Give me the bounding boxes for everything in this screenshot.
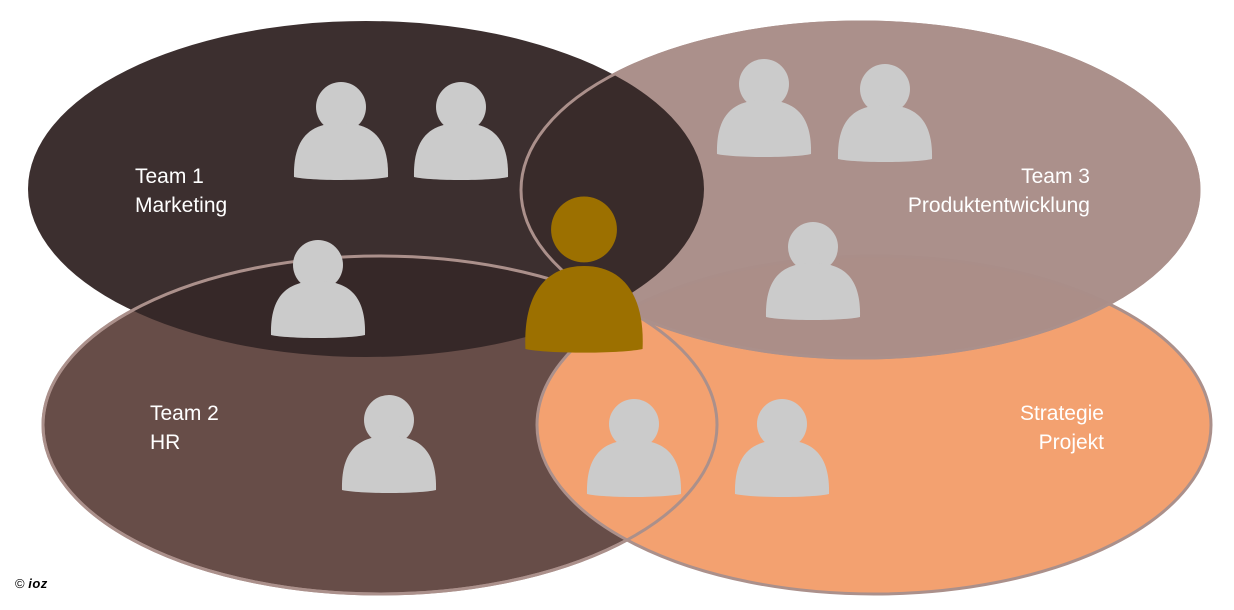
team3-department: Produktentwicklung [907,194,1090,217]
team3-label: Team 3 Produktentwicklung [908,162,1090,220]
team2-name: Team 2 [150,402,219,425]
team2-department: HR [150,431,181,454]
copyright-notice: © ioz [15,576,48,591]
strategie-name: Strategie [1019,402,1104,425]
highlighted-person-icon [525,196,643,353]
team2-label: Team 2 HR [150,399,219,457]
team3-overlap-outline [519,20,1201,360]
team3-name: Team 3 [1021,165,1090,188]
team1-department: Marketing [135,194,228,217]
strategie-type: Projekt [1038,431,1104,454]
copyright-symbol: © [15,576,25,591]
ioz-logo: ioz [28,576,48,591]
strategie-label: Strategie Projekt [1020,399,1104,457]
team1-label: Team 1 Marketing [135,162,227,220]
team1-marketing-ellipse [28,21,704,357]
team2-overlap-outline [41,254,719,596]
team1-name: Team 1 [135,165,204,188]
